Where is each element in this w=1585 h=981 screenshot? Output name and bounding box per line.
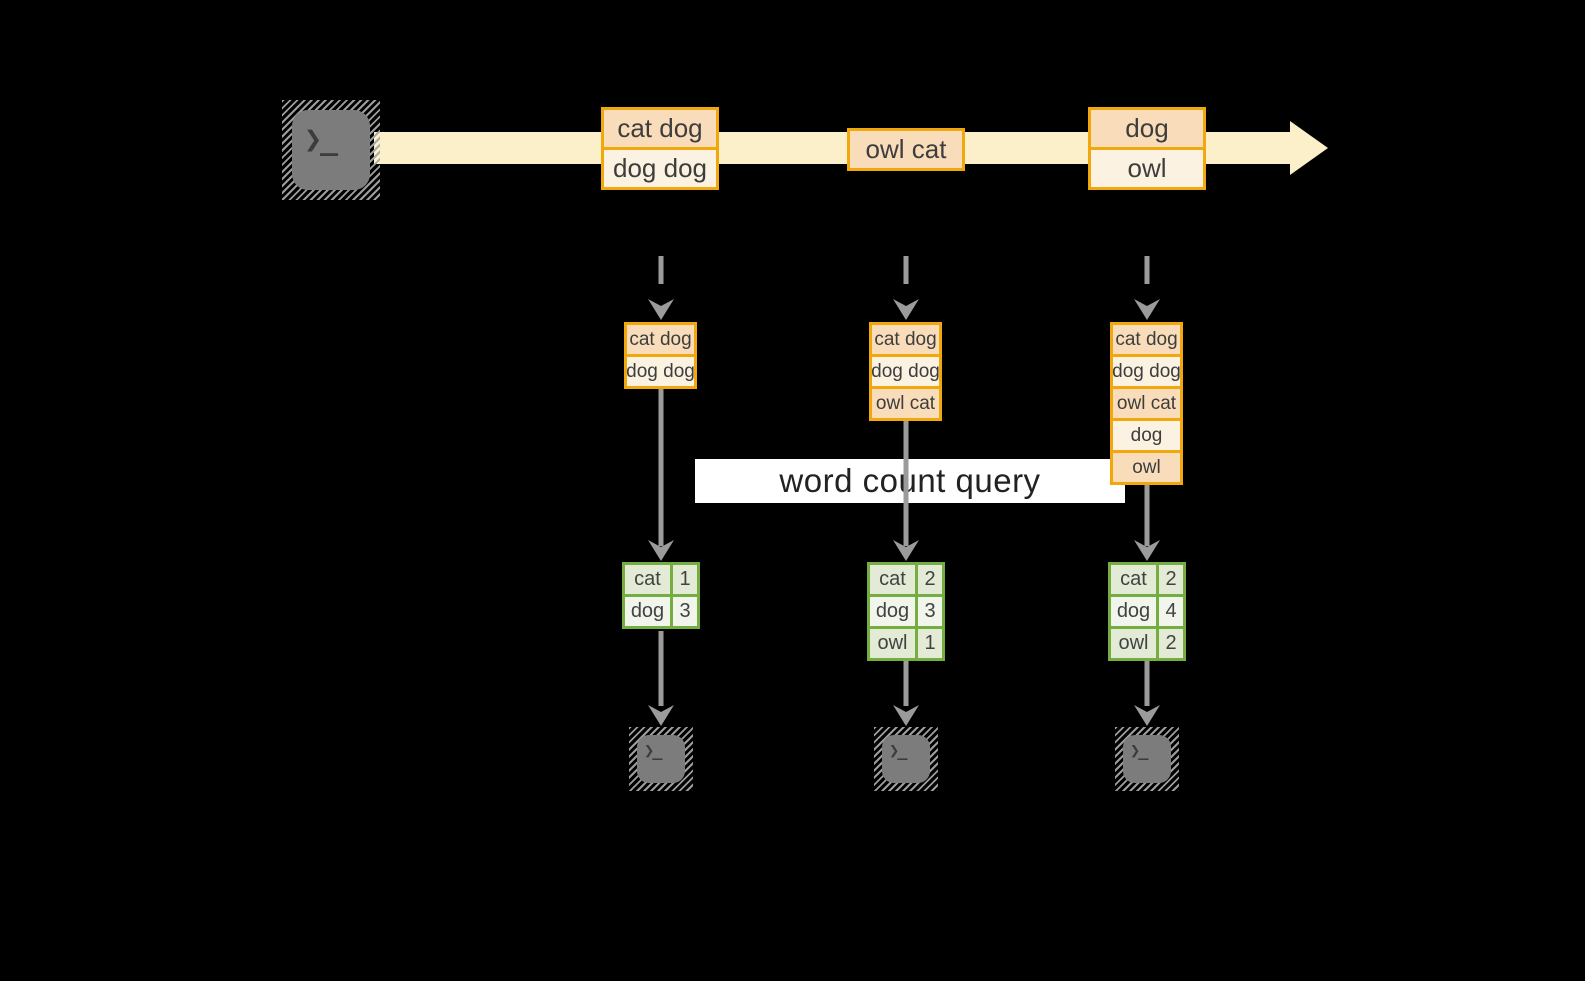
event-cell: dog dog: [604, 150, 716, 187]
event-cell: owl cat: [850, 131, 962, 168]
buffer-cell: cat dog: [1113, 325, 1180, 354]
event-cell: cat dog: [604, 110, 716, 147]
terminal-icon-body: [1123, 735, 1171, 783]
sink-terminal-icon-right: ❯_: [1115, 727, 1179, 791]
count-word: owl: [870, 629, 915, 658]
input-buffer-middle: cat dog dog dog owl cat: [869, 322, 942, 421]
count-value: 3: [673, 597, 697, 626]
count-word: cat: [625, 565, 670, 594]
sink-terminal-icon-middle: ❯_: [874, 727, 938, 791]
stream-event-box-2: owl cat: [847, 128, 965, 171]
count-table-right: cat 2 dog 4 owl 2: [1108, 562, 1186, 661]
count-value: 2: [1159, 565, 1183, 594]
count-word: dog: [870, 597, 915, 626]
count-word: cat: [870, 565, 915, 594]
count-table-middle: cat 2 dog 3 owl 1: [867, 562, 945, 661]
word-count-query-label: word count query: [779, 462, 1041, 499]
sink-arrow-head-middle: [893, 705, 919, 726]
count-value: 3: [918, 597, 942, 626]
terminal-icon-body: [882, 735, 930, 783]
stream-event-box-1: cat dog dog dog: [601, 107, 719, 190]
buffer-cell: cat dog: [627, 325, 694, 354]
dashed-arrow-head-middle: [893, 299, 919, 320]
input-buffer-left: cat dog dog dog: [624, 322, 697, 389]
buffer-cell: owl: [1113, 453, 1180, 482]
buffer-cell: dog dog: [871, 357, 940, 386]
buffer-cell: dog dog: [1112, 357, 1181, 386]
count-word: cat: [1111, 565, 1156, 594]
stream-event-box-3: dog owl: [1088, 107, 1206, 190]
input-buffer-right: cat dog dog dog owl cat dog owl: [1110, 322, 1183, 485]
count-word: owl: [1111, 629, 1156, 658]
buffer-cell: cat dog: [872, 325, 939, 354]
buffer-cell: owl cat: [872, 389, 939, 418]
terminal-prompt-icon: ❯_: [1130, 741, 1149, 761]
count-word: dog: [1111, 597, 1156, 626]
source-terminal-icon: ❯_: [282, 100, 380, 200]
event-cell: dog: [1091, 110, 1203, 147]
terminal-prompt-icon: ❯_: [304, 122, 338, 157]
query-arrow-head-left: [648, 540, 674, 561]
count-value: 2: [1159, 629, 1183, 658]
count-value: 4: [1159, 597, 1183, 626]
count-word: dog: [625, 597, 670, 626]
sink-arrow-head-right: [1134, 705, 1160, 726]
terminal-icon-body: [637, 735, 685, 783]
terminal-icon-body: [292, 110, 370, 190]
buffer-cell: owl cat: [1113, 389, 1180, 418]
terminal-prompt-icon: ❯_: [889, 741, 908, 761]
query-arrow-head-middle: [893, 540, 919, 561]
query-arrow-head-right: [1134, 540, 1160, 561]
buffer-cell: dog dog: [626, 357, 695, 386]
dashed-arrow-head-left: [648, 299, 674, 320]
count-table-left: cat 1 dog 3: [622, 562, 700, 629]
stream-arrow-head: [1290, 121, 1328, 175]
sink-terminal-icon-left: ❯_: [629, 727, 693, 791]
terminal-prompt-icon: ❯_: [644, 741, 663, 761]
word-count-query-banner: word count query: [695, 459, 1125, 503]
count-value: 1: [918, 629, 942, 658]
buffer-cell: dog: [1113, 421, 1180, 450]
count-value: 2: [918, 565, 942, 594]
count-value: 1: [673, 565, 697, 594]
event-cell: owl: [1091, 150, 1203, 187]
sink-arrow-head-left: [648, 705, 674, 726]
dashed-arrow-head-right: [1134, 299, 1160, 320]
